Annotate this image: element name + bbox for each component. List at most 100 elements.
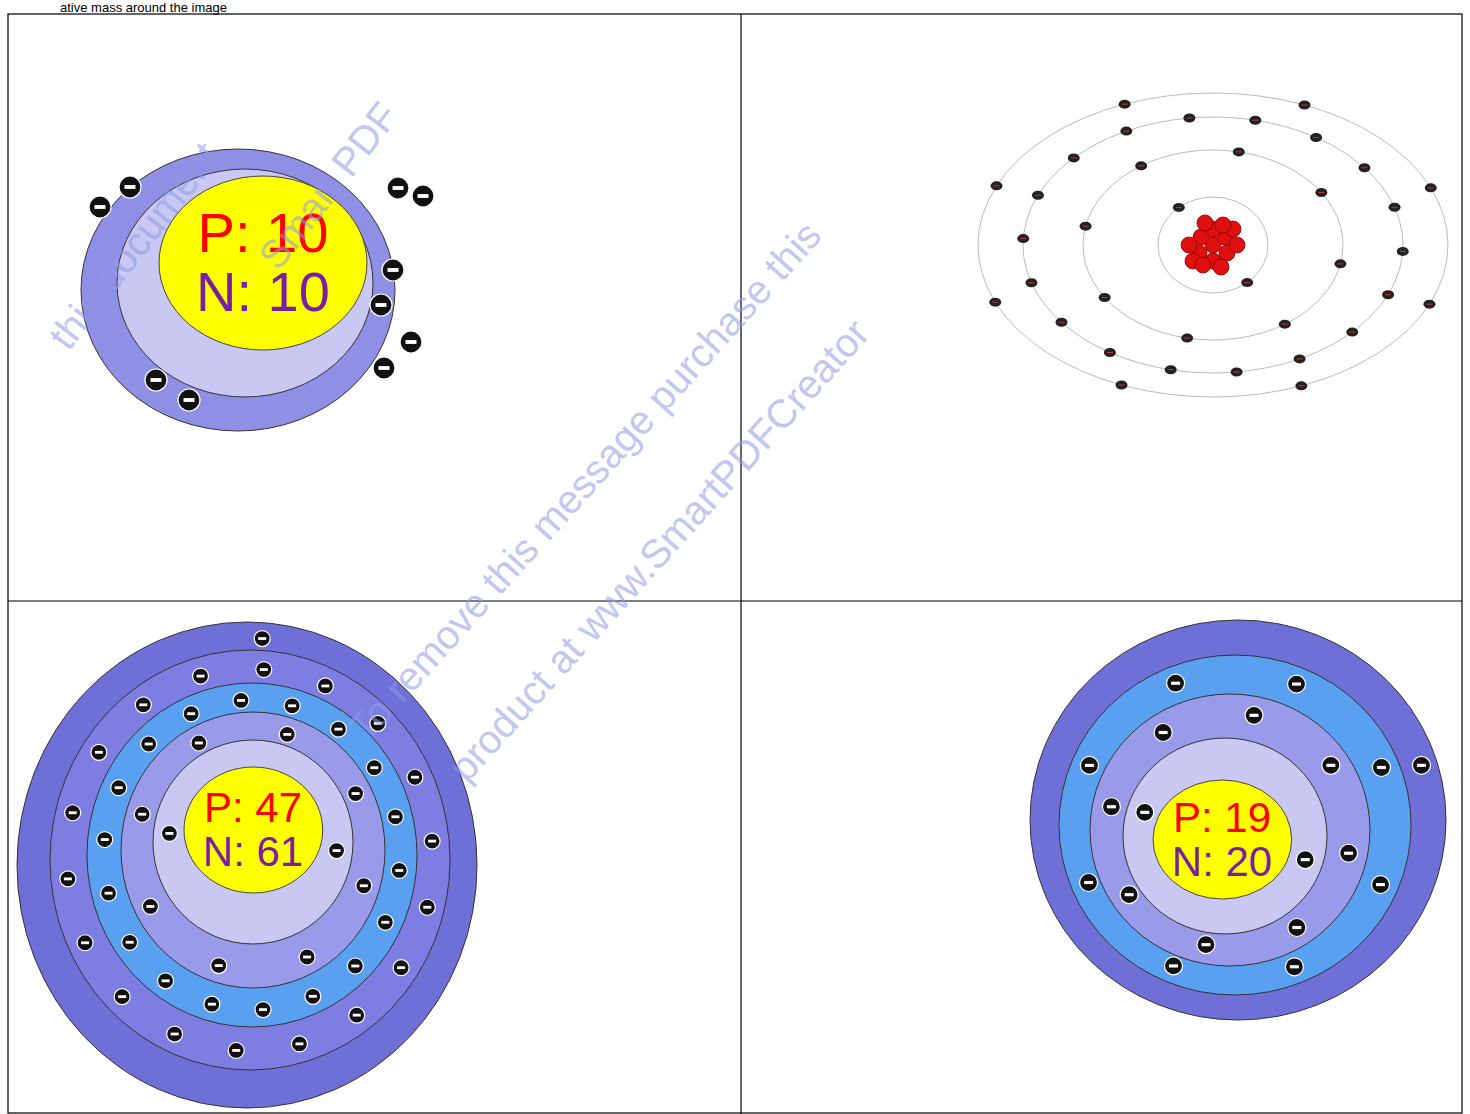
electron [317,678,333,694]
electron-dot [1099,293,1111,302]
electron-sign [1118,385,1124,386]
electron [191,735,207,751]
electron-sign [992,302,998,303]
caption-fragment: ative mass around the image [60,0,227,15]
electron [135,697,151,713]
electron [1197,936,1215,954]
particle-count: N: 61 [203,830,303,874]
nucleus: P: 19N: 20 [1152,779,1293,900]
electron [167,1026,183,1042]
electron [391,862,407,878]
electron [412,185,434,207]
electron-dot [1397,247,1409,256]
electron [255,1002,271,1018]
electron-sign [1302,104,1308,105]
electron [161,825,177,841]
electron-dot [1279,320,1291,329]
electron [279,726,295,742]
electron [1285,958,1303,976]
electron [141,736,157,752]
electron-dot [1165,365,1177,374]
electron-sign [1349,332,1355,333]
electron [1102,798,1120,816]
electron [145,369,167,391]
electron [370,294,392,316]
electron-dot [1425,183,1437,192]
electron [254,631,270,647]
electron-sign [994,185,1000,186]
electron-dot [1299,100,1311,109]
electron [366,760,382,776]
electron [60,871,76,887]
electron-dot [1294,354,1306,363]
electron-sign [1337,263,1343,264]
electron [1080,756,1098,774]
electron-sign [1385,294,1391,295]
electron-sign [1244,282,1250,283]
electron [382,259,404,281]
electron [1288,919,1306,937]
electron [373,357,395,379]
electron-sign [1184,338,1190,339]
electron-dot [1032,191,1044,200]
electron-sign [1400,251,1406,252]
electron-sign [1426,304,1432,305]
particle-count: P: 19 [1173,796,1271,840]
electron-sign [1282,324,1288,325]
electron [1340,844,1358,862]
electron-sign [1122,104,1128,105]
electron [348,786,364,802]
electron [1164,957,1182,975]
table-grid [8,14,1462,1114]
electron-dot [1080,222,1092,231]
electron [387,809,403,825]
electron [178,389,200,411]
electron-sign [1186,117,1192,118]
electron-dot [1389,203,1401,212]
nucleus: P: 47N: 61 [183,766,324,894]
electron [356,878,372,894]
electron [291,1036,307,1052]
electron-sign [1035,195,1041,196]
electron [329,843,345,859]
electron [1080,874,1098,892]
electron [114,989,130,1005]
orbit-rings [978,93,1448,397]
electron-sign [1392,207,1398,208]
electron-sign [1236,151,1242,152]
electron [407,769,423,785]
electron [419,899,435,915]
electron-dot [1115,381,1127,390]
electron [1372,876,1390,894]
electron [1167,674,1185,692]
electron-sign [1102,297,1108,298]
electron [89,196,111,218]
electron [134,806,150,822]
electron-sign [1361,167,1367,168]
electron [158,973,174,989]
electron [393,960,409,976]
electron-dot [1334,259,1346,268]
electron-dot [1346,328,1358,337]
electron [299,949,315,965]
electron-dot [1181,334,1193,343]
electron-sign [1071,157,1077,158]
electron-sign [1428,187,1434,188]
electron-dot [1135,161,1147,170]
particle-count: N: 20 [1172,840,1272,884]
electron-sign [1313,137,1319,138]
electron-dot [1358,163,1370,172]
electron [1136,803,1154,821]
electron-sign [1318,192,1324,193]
electron-dot [1231,368,1243,377]
particle-count: N: 10 [196,263,330,322]
electron-dot [1183,113,1195,122]
electron-sign [1297,358,1303,359]
electron [400,331,422,353]
electron [349,1007,365,1023]
electron [204,996,220,1012]
electron [97,832,113,848]
watermark: To remove this message purchase this [340,213,830,750]
electron [183,706,199,722]
electron [377,914,393,930]
